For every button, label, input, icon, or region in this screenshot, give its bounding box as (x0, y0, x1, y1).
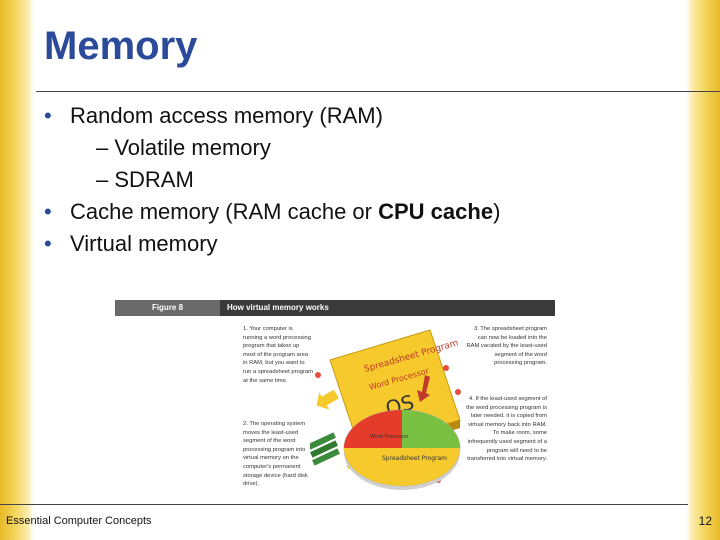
cache-part-3: CPU cache (378, 199, 494, 224)
figure-header: Figure 8 How virtual memory works (115, 300, 555, 316)
cursor-arrow-icon (417, 375, 430, 402)
figure-step-2: 2. The operating system moves the least-… (243, 421, 308, 488)
slide-title: Memory (44, 24, 198, 68)
figure-illustration: Spreadsheet Program Word Processor OS (310, 329, 461, 490)
bullet-cache: Cache memory (RAM cache or CPU cache) (44, 196, 684, 228)
figure-label: Figure 8 (115, 300, 220, 316)
hard-disk-illustration: Word Processor Spreadsheet Program (343, 409, 461, 490)
figure-title: How virtual memory works (227, 303, 329, 312)
bullet-list: Random access memory (RAM) – Volatile me… (44, 100, 684, 260)
disk-label-spreadsheet: Spreadsheet Program (382, 455, 447, 462)
arrow-left-icon (316, 389, 339, 410)
cache-part-1: Cache memory (RAM cache (70, 199, 347, 224)
figure-step-1: 1. Your computer is running a word proce… (243, 326, 313, 384)
cache-part-4: ) (493, 199, 501, 224)
figure-step-4: 4. If the least-used segment of the word… (466, 396, 547, 463)
figure-step-3: 3. The spreadsheet program can now be lo… (466, 326, 547, 367)
footer-divider (0, 504, 688, 505)
sub-bullet-volatile: – Volatile memory (96, 135, 271, 160)
disk-label-word: Word Processor (370, 434, 409, 440)
title-divider (36, 91, 720, 92)
page-number: 12 (698, 514, 712, 528)
right-gradient-bar (686, 0, 720, 540)
virtual-memory-figure: Figure 8 How virtual memory works 1. You… (115, 300, 555, 500)
bullet-virtual: Virtual memory (44, 228, 684, 260)
footer-course: Essential Computer Concepts (6, 515, 152, 527)
left-gradient-bar (0, 0, 34, 540)
dimm-modules-icon (310, 432, 340, 466)
cache-part-2: or (346, 199, 379, 224)
sub-bullet-sdram: – SDRAM (96, 167, 194, 192)
bullet-ram: Random access memory (RAM) (44, 100, 684, 132)
